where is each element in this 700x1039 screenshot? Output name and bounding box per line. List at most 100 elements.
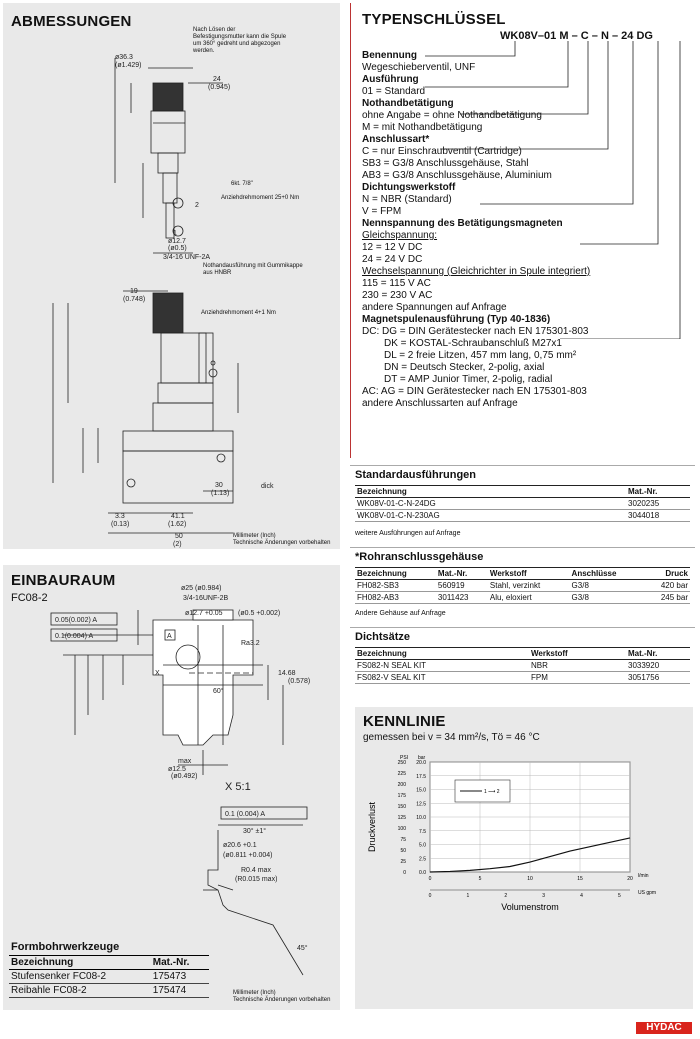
y-tick-label-bar: 12.5 [416,801,426,807]
callout-1: 1 [173,230,177,237]
dimensions-title: ABMESSUNGEN [11,13,132,30]
housing-cell: FH082-SB3 [355,579,436,592]
dim-label: 19 [130,288,138,295]
housing-cell: 3011423 [435,591,488,604]
code-part: – [591,30,598,42]
dim-label: (ø0.492) [171,773,197,780]
note-sechskant: 6kt. 7/8" [231,181,253,187]
y-tick-label-psi: 0 [403,870,406,876]
seal-kit-header: Bezeichnung [355,647,529,660]
y-tick-label-bar: 7.5 [419,829,426,835]
dim-label: ø12.7 [168,238,186,245]
dim-label: dick [261,483,274,490]
housing-header: Anschlüsse [569,567,644,580]
dim-label: 41.1 [171,513,185,520]
installation-title: EINBAURAUM [11,572,116,589]
dim-label: (2) [173,541,182,548]
dim-label: (ø0.5 +0.002) [238,610,280,617]
type-code-heading: Magnetspulenausführung (Typ 40-1836) [362,314,551,325]
dim-label: Ra3.2 [241,640,260,647]
type-code-option: Wegeschieberventil, UNF [362,62,476,73]
housing-cell: 560919 [435,579,488,592]
code-part: DG [636,30,653,42]
y-tick-label-psi: 150 [398,804,407,810]
legend-label: 1 ⟶ 2 [484,789,500,795]
dim-label: (0.945) [208,84,230,91]
standard-section: Standardausführungen Bezeichnung Mat.-Nr… [350,465,695,545]
y-tick-label-bar: 15.0 [416,788,426,794]
valve-dimension-drawing: ø36.3 (ø1.429) 24 (0.945) ø12.7 (ø0.5) 3… [52,54,274,548]
hydac-logo: HYDAC [636,1022,692,1034]
type-code-heading: Nothandbetätigung [362,98,454,109]
y-tick-label-bar: 0.0 [419,870,426,876]
dim-label: (ø0.5) [168,245,187,252]
characteristic-title: KENNLINIE [363,713,446,730]
standard-cell: 3044018 [626,509,690,522]
tools-header: Mat.-Nr. [150,955,209,970]
type-code-option: DL = 2 freie Litzen, 457 mm lang, 0,75 m… [384,350,577,361]
dim-label: 30° ±1° [243,827,266,835]
dim-label: ø12.5 [168,766,186,773]
housing-cell: 245 bar [643,591,690,604]
dim-label: 0.1 (0.004) A [225,811,265,818]
seal-kit-cell: FPM [528,671,626,684]
y-tick-label-psi: 175 [398,793,407,799]
type-code-option: M = mit Nothandbetätigung [362,122,483,133]
footer-units: Millimeter (Inch) [233,533,276,539]
standard-cell: WK08V-01-C-N-230AG [355,509,626,522]
tools-cell: Reibahle FC08-2 [9,983,151,998]
housing-header: Bezeichnung [355,567,436,580]
table-row: FS082-N SEAL KIT NBR 3033920 [355,659,690,672]
seal-kit-header: Mat.-Nr. [626,647,690,660]
seal-kit-cell: NBR [528,659,626,672]
code-part: M [559,30,569,42]
type-code-section: TYPENSCHLÜSSEL WK08V–01 M – C – N – 24 D… [350,3,695,458]
note-anzieh2: Anziehdrehmoment 4+1 Nm [201,310,276,316]
type-code-option: 115 = 115 V AC [362,278,431,289]
y-tick-label-psi: 25 [400,859,406,865]
note-nothand: Nothandausführung mit Gummikappe aus HNB… [203,263,303,276]
standard-title: Standardausführungen [355,469,477,481]
dim-label: 14.68 [278,670,296,677]
dim-label: ø12.7 +0.05 [185,610,223,617]
dim-label: R0.4 max [241,867,271,874]
footer-units: Millimeter (Inch) [233,990,276,996]
standard-header: Mat.-Nr. [626,485,690,498]
dim-label: max [178,758,192,765]
y-tick-label-bar: 17.5 [416,774,426,780]
dim-label: 3.3 [115,513,125,520]
y-tick-label-bar: 2.5 [419,856,426,862]
type-code-option: DT = AMP Junior Timer, 2-polig, radial [384,374,553,385]
dim-label: 3/4-16UNF-2B [183,595,228,602]
type-code-option: 230 = 230 V AC [362,290,433,301]
dim-label: ø25 (ø0.984) [181,585,221,592]
dim-label: ø20.6 +0.1 [223,842,257,849]
dim-label: 30 [215,482,223,489]
code-part: WK08V [500,30,538,42]
standard-note: weitere Ausführungen auf Anfrage [355,530,461,537]
x2-tick-label: 1 [466,893,469,899]
y-tick-label-psi: 200 [398,782,407,788]
x2-tick-label: 5 [618,893,621,899]
type-code-heading: Dichtungswerkstoff [362,182,456,193]
callout-2: 2 [195,202,199,209]
type-code-connector-lines [425,41,681,339]
type-code-option: AB3 = G3/8 Anschlussgehäuse, Aluminium [362,170,552,181]
table-row: Reibahle FC08-2 175474 [9,983,209,998]
type-code-option: DN = Deutsch Stecker, 2-polig, axial [384,362,545,373]
dim-label: 3/4-16 UNF-2A [163,254,210,261]
pressure-drop-chart: 0.02.55.07.510.012.515.017.520.002550751… [367,755,656,912]
note-anzieh1: Anziehdrehmoment 25+0 Nm [221,195,300,201]
tools-header: Bezeichnung [9,955,151,970]
type-code-option: SB3 = G3/8 Anschlussgehäuse, Stahl [362,158,529,169]
y-tick-label-psi: 75 [400,837,406,843]
dim-label: (R0.015 max) [235,876,277,883]
x2-tick-label: 0 [429,893,432,899]
y-tick-label-bar: 20.0 [416,760,426,766]
installation-panel: EINBAURAUM FC08-2 [3,565,340,1010]
x-tick-label: 5 [479,876,482,882]
standard-cell: 3020235 [626,497,690,510]
installation-subtitle: FC08-2 [11,592,48,604]
